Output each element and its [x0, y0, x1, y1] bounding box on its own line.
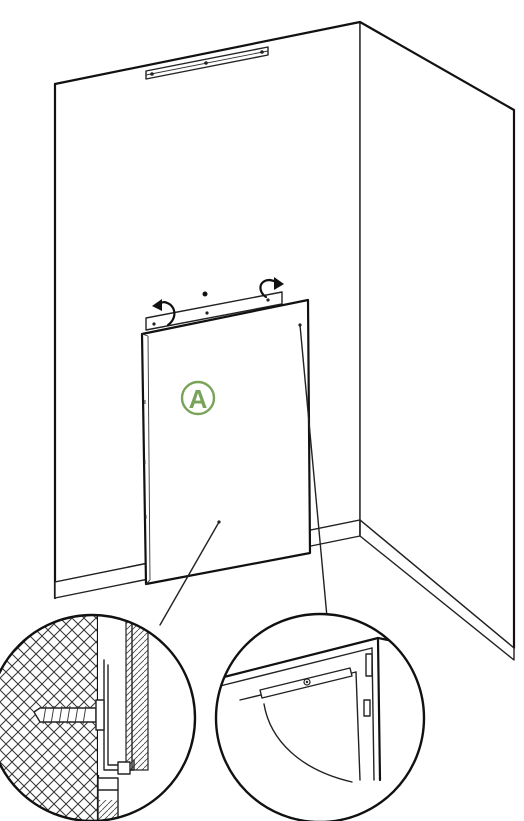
detail-view-section: [0, 613, 197, 821]
wall-mounting-rail: [145, 46, 269, 80]
wall-corner: [53, 20, 516, 661]
leader-line-left: [159, 521, 220, 626]
curved-arrow-left-icon: [152, 299, 176, 327]
screw-point: [202, 291, 208, 297]
detail-view-panel-corner: [214, 612, 426, 821]
panel-label: A: [189, 384, 208, 414]
wall-panel-a: A: [140, 291, 312, 586]
panel-label-badge: A: [180, 380, 216, 416]
screw-icon: [33, 699, 105, 731]
curved-arrow-right-icon: [259, 277, 284, 299]
leader-line-right: [299, 324, 328, 618]
